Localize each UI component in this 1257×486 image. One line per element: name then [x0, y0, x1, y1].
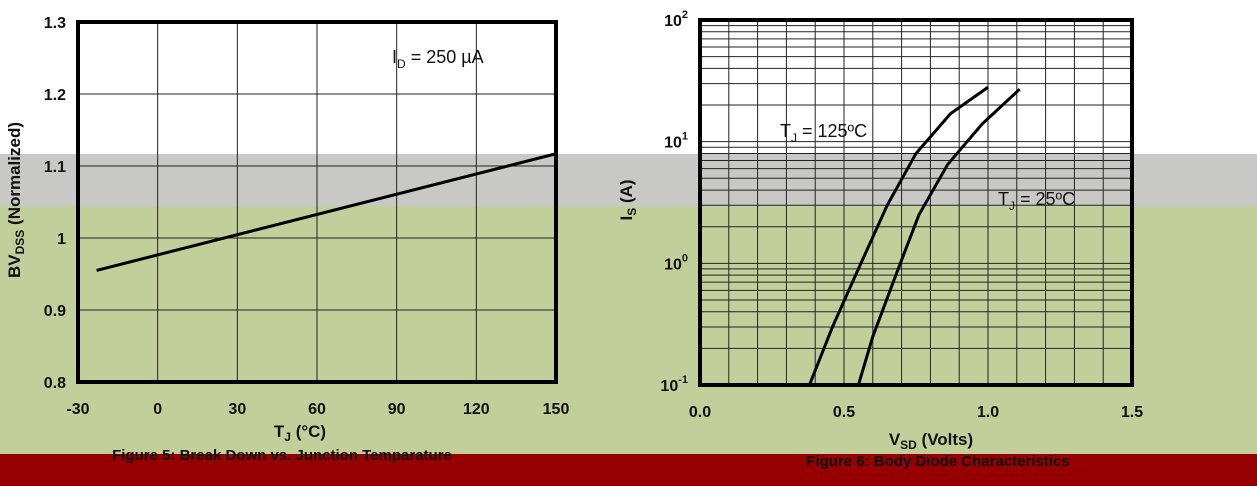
figure-6: 10-1 100 101 102 0.0 0.5 1.0 1.5 TJ = 125ºC TJ… [617, 9, 1143, 470]
figure-5: 0.8 0.9 1 1.1 1.2 1.3 -30 0 30 60 90 120 150 ID = 2… [5, 15, 569, 464]
figure-5-x-tick-label: 120 [463, 401, 490, 418]
band-red [0, 454, 1257, 486]
series-label-tj-125: TJ = 125ºC [780, 121, 867, 145]
figure-6-y-ticks: 10-1 100 101 102 [660, 9, 688, 395]
figure-6-frame [698, 18, 1134, 387]
figure-5-y-tick-label: 1.1 [44, 159, 66, 176]
figure-6-y-label: IS (A) [617, 179, 639, 220]
figure-5-annotation: ID = 250 µA [392, 47, 484, 71]
figure-6-x-label: VSD (Volts) [889, 430, 973, 452]
figure-6-series [808, 86, 1021, 386]
band-gray [0, 154, 1257, 206]
figure-5-series [96, 152, 557, 272]
figure-5-x-tick-label: 90 [388, 401, 406, 418]
figure-6-series-line-tj-25 [856, 88, 1021, 386]
figure-5-x-tick-label: -30 [66, 401, 89, 418]
figure-5-x-tick-label: 0 [153, 401, 162, 418]
figure-5-caption: Figure 5: Break Down vs. Junction Tempar… [112, 447, 452, 464]
figure-5-x-label: TJ (°C) [274, 422, 326, 444]
figure-5-y-tick-label: 1.2 [44, 87, 66, 104]
figure-5-y-label: BVDSS (Normalized) [5, 122, 27, 278]
series-label-tj-25: TJ = 25ºC [998, 189, 1075, 213]
figure-6-y-tick-label: 10-1 [660, 374, 688, 395]
figure-6-x-tick-label: 0.0 [689, 404, 711, 421]
figure-5-y-tick-label: 0.9 [44, 303, 66, 320]
figure-6-x-tick-label: 1.0 [977, 404, 999, 421]
figure-6-y-tick-label: 100 [664, 252, 688, 273]
figure-6-caption: Figure 6: Body Diode Characteristics [806, 453, 1069, 470]
figure-6-y-tick-label: 102 [664, 9, 688, 30]
figure-5-y-tick-label: 0.8 [44, 375, 66, 392]
figure-5-x-ticks: -30 0 30 60 90 120 150 [66, 401, 569, 418]
figure-5-y-ticks: 0.8 0.9 1 1.1 1.2 1.3 [44, 15, 66, 392]
figure-5-y-tick-label: 1.3 [44, 15, 66, 32]
figure-6-x-tick-label: 1.5 [1121, 404, 1143, 421]
figure-6-x-ticks: 0.0 0.5 1.0 1.5 [689, 404, 1143, 421]
figure-6-series-line-tj-125 [808, 86, 989, 386]
figure-5-y-tick-label: 1 [57, 231, 66, 248]
figure-6-y-tick-label: 101 [664, 131, 688, 152]
figure-5-grid [77, 21, 557, 383]
figure-5-frame [76, 20, 558, 384]
figure-5-series-line [96, 152, 557, 272]
figure-5-x-tick-label: 60 [308, 401, 326, 418]
figure-5-x-tick-label: 150 [543, 401, 570, 418]
band-green [0, 206, 1257, 454]
figure-5-x-tick-label: 30 [228, 401, 246, 418]
figure-6-x-tick-label: 0.5 [833, 404, 855, 421]
